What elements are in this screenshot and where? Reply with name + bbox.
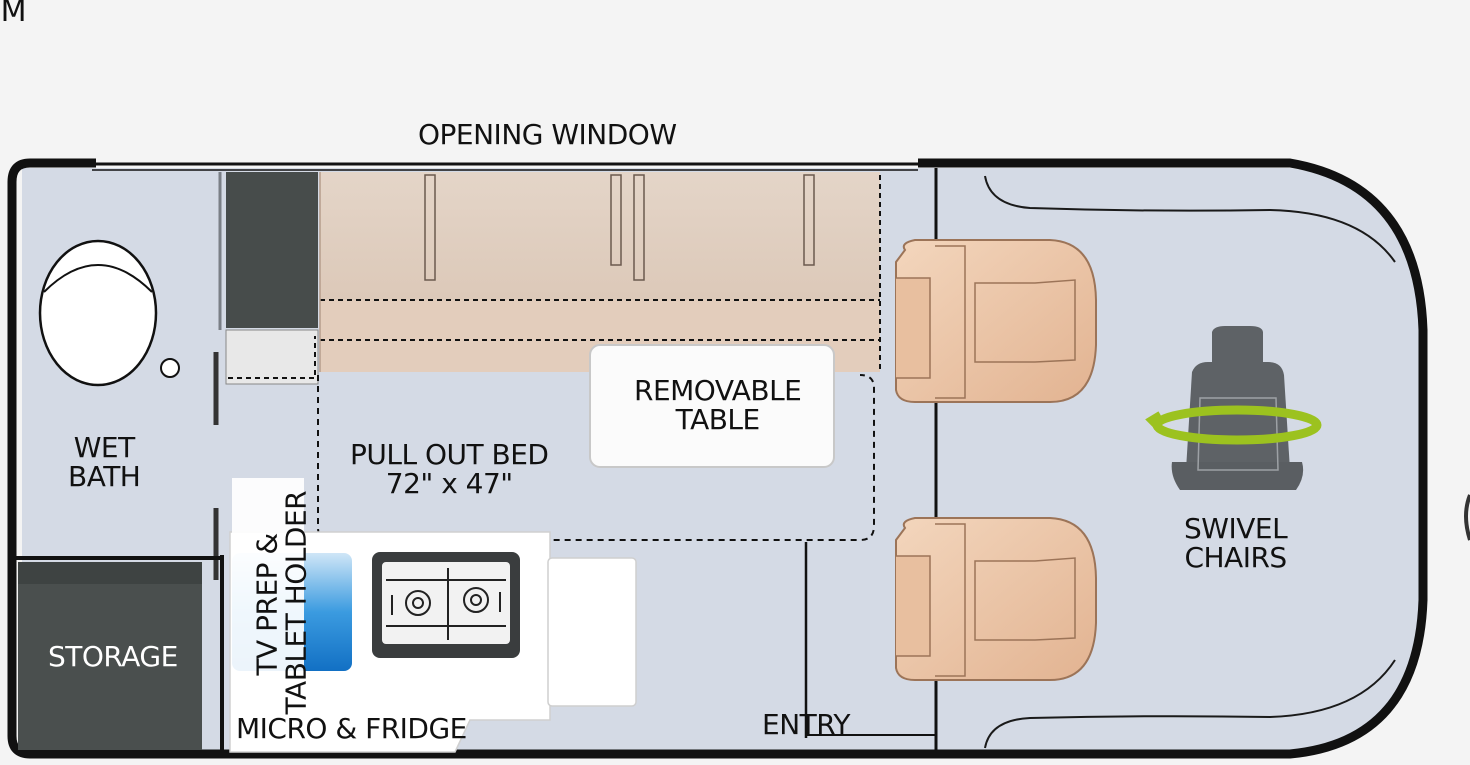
model-code: 3M: [0, 0, 26, 29]
tv-prep-label-line1: TV PREP &: [250, 533, 284, 676]
opening-window-label: OPENING WINDOW: [418, 118, 677, 151]
tv-prep-label-line2: TABLET HOLDER: [280, 490, 313, 715]
wet-bath-label: WET BATH: [68, 431, 141, 494]
cooktop-icon: [372, 552, 520, 658]
side-mirror: [1464, 494, 1470, 541]
removable-table-label: REMOVABLE TABLE: [634, 374, 802, 437]
pull-out-bed-outline: [317, 374, 875, 541]
wet-bath-label-line1: WET: [73, 431, 135, 464]
swivel-chairs-label: SWIVEL CHAIRS: [1184, 512, 1288, 575]
storage-label: STORAGE: [48, 640, 178, 673]
seat-icon: [895, 517, 1097, 681]
swivel-chairs-label-line2: CHAIRS: [1184, 541, 1287, 575]
storage-cabinet: [18, 562, 202, 750]
seat-icon: [895, 239, 1097, 403]
wet-bath-label-line2: BATH: [68, 460, 141, 494]
entry-label: ENTRY: [762, 708, 851, 741]
swivel-chairs-label-line1: SWIVEL: [1184, 512, 1288, 545]
seat-belts: [424, 174, 815, 281]
toilet-icon: [38, 239, 180, 387]
removable-table: [589, 344, 835, 468]
removable-table-label-line2: TABLE: [675, 403, 761, 437]
cab-dash-bottom: [984, 659, 1396, 749]
pull-out-bed-label-line1: PULL OUT BED: [350, 438, 549, 471]
wardrobe-cabinet: [226, 172, 318, 328]
removable-table-label-line1: REMOVABLE: [634, 374, 802, 407]
cab-dash-top: [984, 175, 1396, 263]
fridge-extension: [547, 557, 637, 707]
pull-out-bed-label-size: 72" x 47": [385, 467, 513, 501]
swivel-seat-icon: [1145, 326, 1322, 490]
tv-prep-label: TV PREP & TABLET HOLDER: [250, 490, 313, 715]
pull-out-bed-label: PULL OUT BED 72" x 47": [350, 438, 549, 501]
van-wall: [7, 158, 1428, 759]
micro-fridge-label: MICRO & FRIDGE: [236, 712, 467, 745]
